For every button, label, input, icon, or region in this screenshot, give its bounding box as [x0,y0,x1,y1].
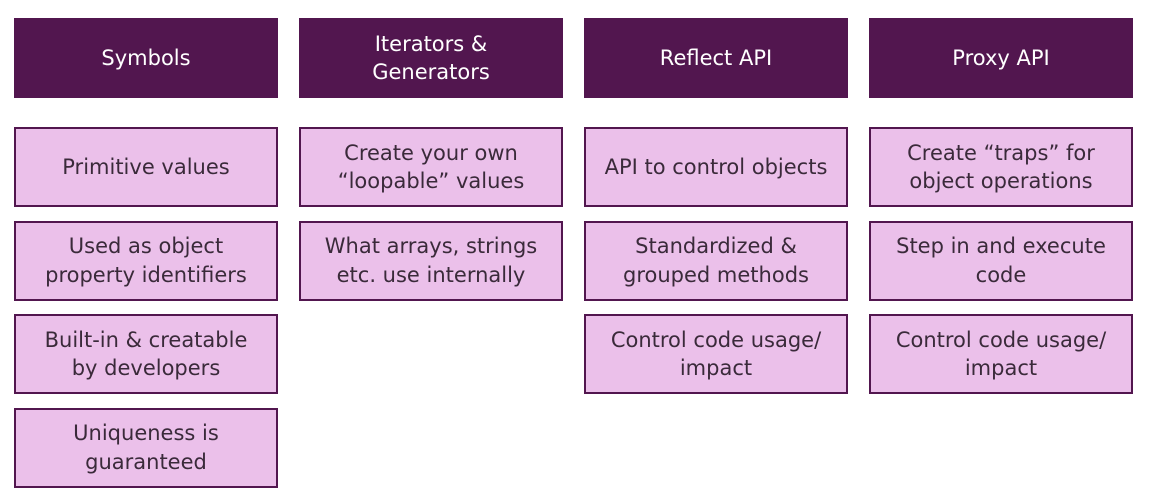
feature-box: Create your own “loopable” values [299,127,563,207]
feature-box: Control code usage/ impact [584,314,848,394]
feature-box: Create “traps” for object operations [869,127,1133,207]
feature-box: Primitive values [14,127,278,207]
column-items: Create your own “loopable” values What a… [299,127,563,301]
column-items: API to control objects Standardized & gr… [584,127,848,394]
feature-box: Used as object property identifiers [14,220,278,301]
feature-box: Uniqueness is guaranteed [14,407,278,488]
column-iterators-generators: Iterators & Generators Create your own “… [299,18,563,314]
column-reflect-api: Reflect API API to control objects Stand… [584,18,848,408]
feature-box: API to control objects [584,127,848,207]
column-items: Primitive values Used as object property… [14,127,278,488]
column-proxy-api: Proxy API Create “traps” for object oper… [869,18,1133,408]
column-header: Proxy API [869,18,1133,98]
feature-box: Standardized & grouped methods [584,220,848,301]
feature-box: Control code usage/ impact [869,314,1133,394]
feature-box: Built-in & creatable by developers [14,314,278,394]
column-symbols: Symbols Primitive values Used as object … [14,18,278,501]
column-items: Create “traps” for object operations Ste… [869,127,1133,394]
column-header: Symbols [14,18,278,98]
feature-box: What arrays, strings etc. use internally [299,220,563,301]
column-header: Reflect API [584,18,848,98]
feature-box: Step in and execute code [869,220,1133,301]
column-header: Iterators & Generators [299,18,563,98]
